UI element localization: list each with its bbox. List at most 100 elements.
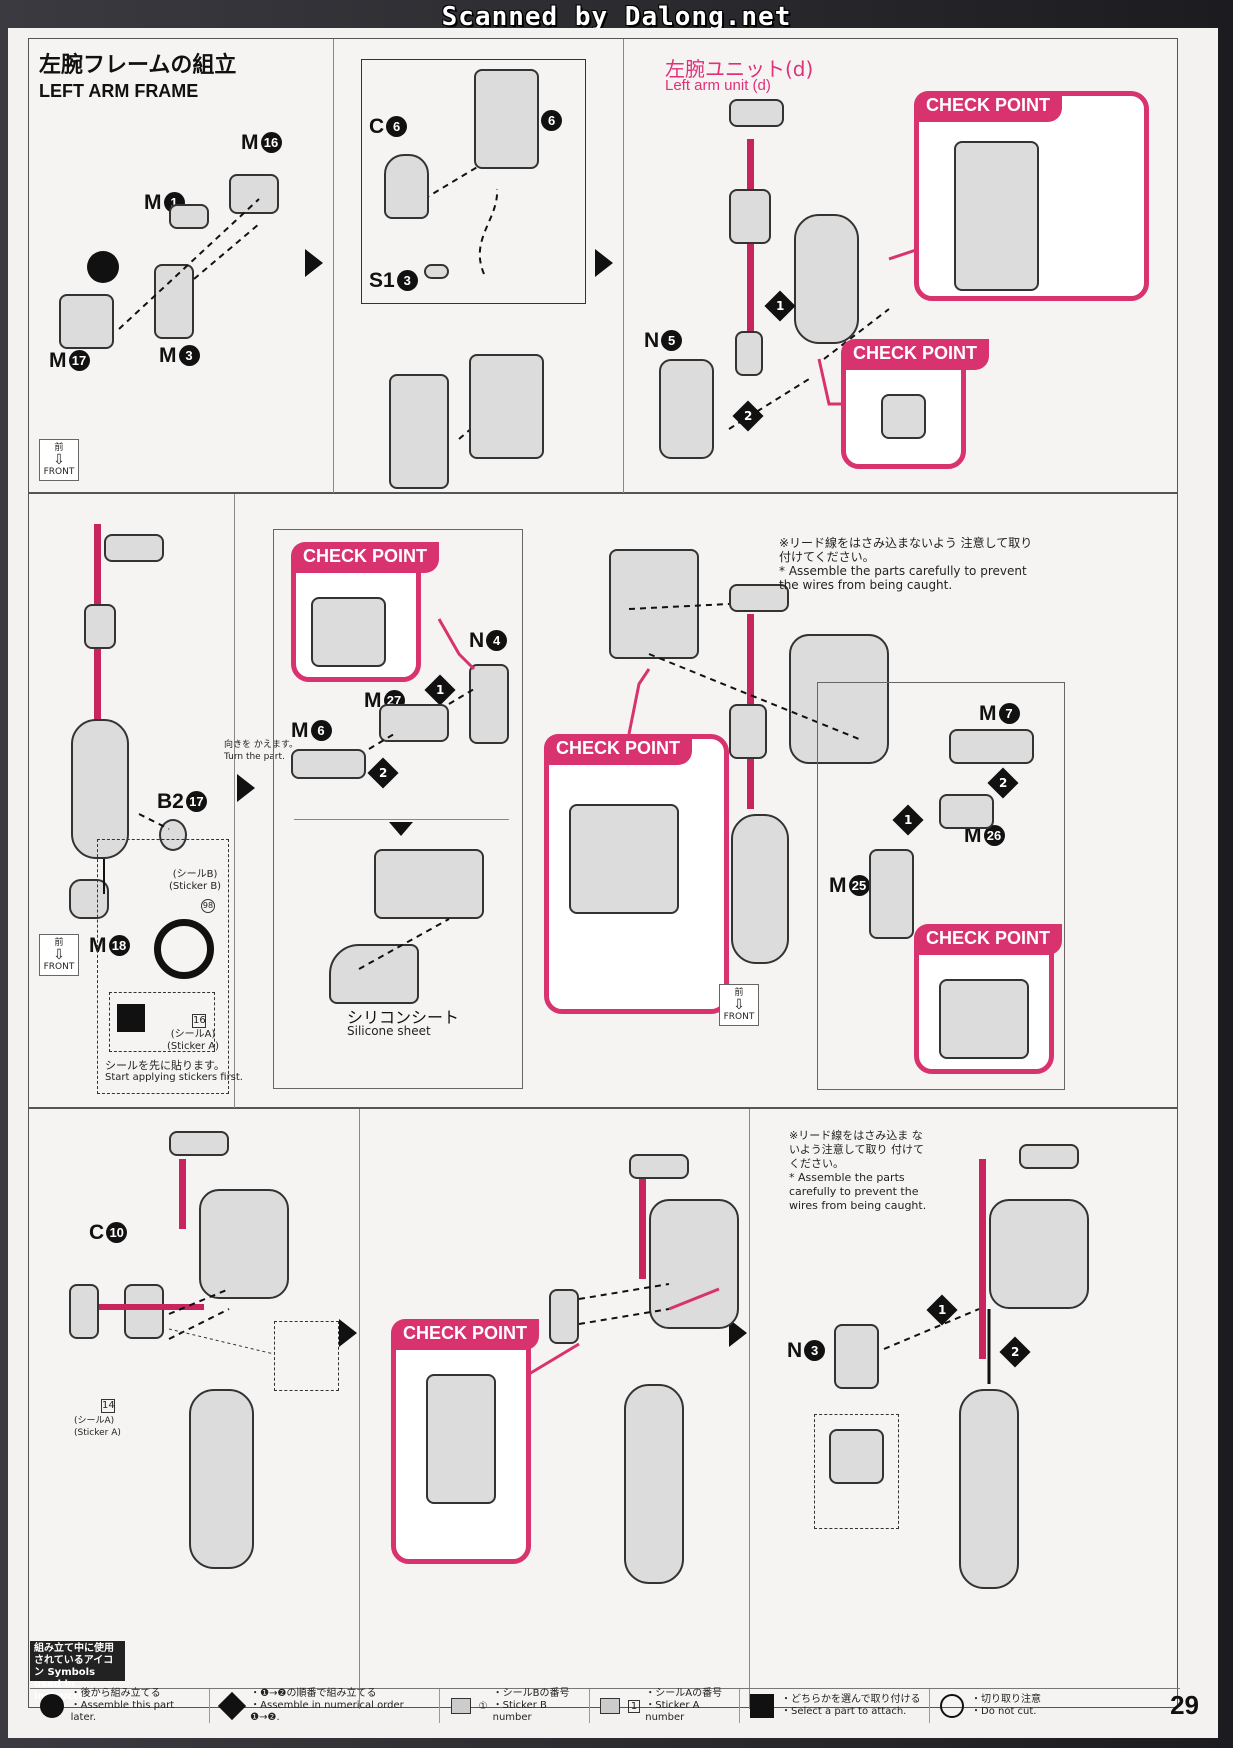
check-point-box: CHECK POINT: [544, 734, 729, 1014]
check-point-box: CHECK POINT: [914, 924, 1063, 1074]
part-drawing: [729, 704, 767, 759]
sticker-a-number: 16: [192, 1014, 206, 1028]
part-drawing: [469, 664, 509, 744]
part-drawing: [199, 1189, 289, 1299]
part-drawing: [959, 1389, 1019, 1589]
part-drawing: [159, 819, 187, 851]
part-drawing: [389, 374, 449, 489]
select-part-icon: [748, 1692, 776, 1720]
part-drawing: [469, 354, 544, 459]
sticker-b-number: 98: [201, 899, 215, 913]
next-step-arrow: [595, 249, 613, 277]
sticker-circle: [154, 919, 214, 979]
part-drawing: [154, 264, 194, 339]
sticker-a-box: [109, 992, 215, 1052]
part-drawing: [954, 141, 1039, 291]
watermark: Scanned by Dalong.net: [441, 2, 792, 32]
part-drawing: [229, 174, 279, 214]
part-drawing: [124, 1284, 164, 1339]
subpanel-detail: [817, 682, 1065, 1090]
wire: [639, 1179, 646, 1279]
part-drawing: [649, 1199, 739, 1329]
part-drawing: [729, 189, 771, 244]
part-drawing: [794, 214, 859, 344]
check-point-label: CHECK POINT: [914, 91, 1063, 122]
subpanel-detail: [361, 59, 586, 304]
symbols-heading: 組み立て中に使用 されているアイコン Symbols used in instr…: [30, 1641, 125, 1702]
turn-part-note: 向きを かえます。Turn the part.: [224, 740, 298, 762]
sticker-a-label: (シールA)(Sticker A): [167, 1029, 220, 1052]
part-drawing: [474, 69, 539, 169]
part-drawing: [329, 944, 419, 1004]
unit-title-en: Left arm unit (d): [665, 77, 771, 94]
check-point-box: CHECK POINT: [841, 339, 990, 469]
part-drawing: [189, 1389, 254, 1569]
part-drawing: [104, 534, 164, 562]
part-drawing: [949, 729, 1034, 764]
part-drawing: [71, 719, 129, 859]
wire: [99, 1304, 204, 1310]
part-drawing: [939, 794, 994, 829]
silicone-label-en: Silicone sheet: [347, 1024, 431, 1038]
part-drawing: [84, 604, 116, 649]
part-drawing: [869, 849, 914, 939]
next-step-arrow: [305, 249, 323, 277]
part-drawing: [789, 634, 889, 764]
part-drawing: [881, 394, 926, 439]
sticker-b-icon: [448, 1692, 474, 1720]
part-drawing: [629, 1154, 689, 1179]
part-drawing: [729, 99, 784, 127]
legend-item: ・❶→❷の順番で組み立てる・Assemble in numerical orde…: [210, 1688, 440, 1723]
sticker-a-icon: [598, 1692, 623, 1720]
check-point-label: CHECK POINT: [291, 542, 440, 573]
part-drawing: [169, 204, 209, 229]
sticker-b-label: (シールB)(Sticker B): [169, 869, 222, 892]
wire-note: ※リード線をはさみ込まないよう 注意して取り付けてください。* Assemble…: [779, 536, 1033, 592]
part-drawing: [311, 597, 386, 667]
legend-item: 1 ・シールAの番号・Sticker A number: [590, 1688, 740, 1723]
part-drawing: [989, 1199, 1089, 1309]
part-drawing: [384, 154, 429, 219]
down-arrow: [389, 822, 413, 836]
numbered-step-icon: [217, 1691, 246, 1721]
section-title-en: LEFT ARM FRAME: [39, 81, 199, 101]
part-drawing: [424, 264, 449, 279]
part-drawing: [69, 1284, 99, 1339]
part-drawing: [1019, 1144, 1079, 1169]
do-not-cut-icon: [938, 1692, 966, 1720]
wire: [979, 1159, 986, 1359]
assemble-later-icon: [38, 1692, 66, 1720]
front-indicator: 前⇩FRONT: [719, 984, 759, 1026]
section-title-jp: 左腕フレームの組立: [39, 53, 237, 78]
sticker-ref-box: [274, 1321, 339, 1391]
assembly-arrows: [168, 1283, 991, 1384]
part-drawing: [624, 1384, 684, 1584]
part-drawing: [735, 331, 763, 376]
next-step-arrow: [237, 774, 255, 802]
check-point-box: CHECK POINT: [914, 91, 1149, 301]
stickers-first-note: シールを先に貼ります。Start applying stickers first…: [105, 1059, 243, 1084]
option-box: [814, 1414, 899, 1529]
part-drawing: [731, 814, 789, 964]
icon-legend: ・後から組み立てる・Assemble this part later. ・❶→❷…: [30, 1688, 1180, 1723]
legend-item: ・どちらかを選んで取り付ける・Select a part to attach.: [740, 1689, 930, 1723]
part-drawing: [609, 549, 699, 659]
part-drawing: [169, 1131, 229, 1156]
check-point-label: CHECK POINT: [914, 924, 1063, 955]
front-indicator: 前⇩FRONT: [39, 439, 79, 481]
silicone-label-jp: シリコンシート: [347, 1010, 460, 1027]
assemble-later-icon: [87, 251, 119, 283]
wire: [747, 139, 754, 369]
